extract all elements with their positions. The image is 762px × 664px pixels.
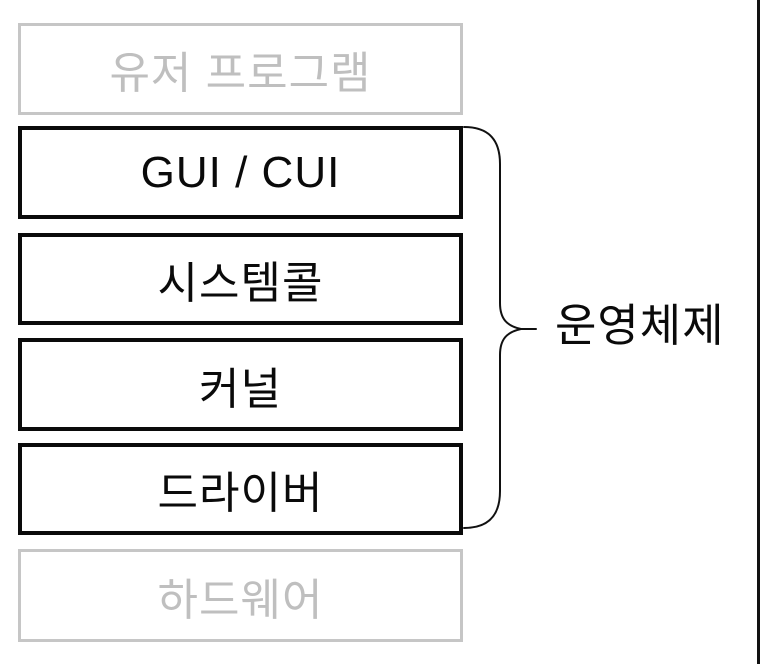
- layer-box-kernel: 커널: [18, 338, 463, 431]
- layer-label-user-program: 유저 프로그램: [109, 49, 372, 98]
- layer-box-driver: 드라이버: [18, 443, 463, 535]
- curly-brace: [463, 126, 537, 529]
- layer-box-system-call: 시스템콜: [18, 233, 463, 325]
- layer-label-gui-cui: GUI / CUI: [140, 147, 341, 197]
- layer-label-kernel: 커널: [199, 364, 282, 414]
- layer-box-hardware: 하드웨어: [18, 549, 463, 642]
- layer-label-driver: 드라이버: [157, 469, 324, 518]
- layer-box-user-program: 유저 프로그램: [18, 23, 463, 115]
- layer-box-gui-cui: GUI / CUI: [18, 126, 463, 219]
- layer-label-system-call: 시스템콜: [157, 259, 324, 308]
- layer-label-hardware: 하드웨어: [157, 575, 324, 625]
- frame-border-right: [757, 0, 760, 664]
- group-label-operating-system: 운영체제: [555, 300, 725, 351]
